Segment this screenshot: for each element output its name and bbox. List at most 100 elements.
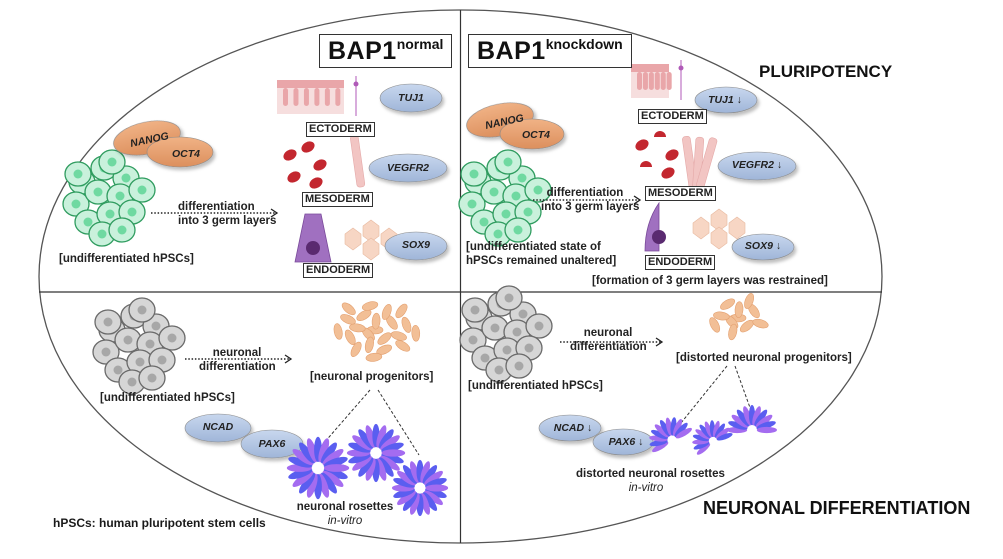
marker-oval-ncad-knockdown [538, 414, 602, 442]
neuronal-progenitor-cell [752, 318, 769, 329]
rosette-sublabel: in-vitro [628, 482, 664, 494]
rosette-petal [672, 419, 683, 437]
neuron-body-icon [678, 65, 684, 71]
mesoderm-blood-cells-normal [283, 141, 327, 189]
arrowhead-icon [655, 337, 664, 347]
marker-oval-vegfr2-knockdown [717, 151, 797, 181]
arrowhead-icon [633, 195, 642, 205]
down-arrow-icon: ↓ [587, 422, 593, 434]
arrow-label-neuronal-normal: neuronal differentiation [199, 346, 276, 374]
marker-pax6-normal: PAX6 [241, 438, 303, 450]
marker-sox9-label: SOX9 [401, 239, 430, 251]
rosette-label: distorted neuronal rosettes [576, 468, 725, 480]
skin-ridge [637, 72, 642, 90]
rosette-petal [376, 425, 387, 448]
rosette-petal [318, 438, 330, 463]
marker-tuj1-label: TUJ1 [398, 92, 424, 104]
cell-nucleus [83, 217, 93, 227]
rosette-petal [422, 465, 438, 484]
red-blood-cell [287, 171, 301, 183]
neuronal-progenitor-cell [744, 293, 755, 309]
marker-oval-vegfr2-normal [368, 153, 448, 183]
marker-oct4-knockdown: OCT4 [522, 129, 551, 141]
rosette-petal [348, 442, 371, 453]
marker-pax6-label: PAX6 [608, 436, 636, 448]
cell-nucleus [534, 321, 544, 331]
neuronal-progenitor-cell [411, 324, 421, 342]
stem-cell-cluster-green-normal [62, 149, 156, 247]
rosette-petal [299, 442, 316, 464]
footnote-abbreviation: hPSCs: human pluripotent stem cells [53, 516, 266, 530]
bap1-knockdown-title: BAP1knockdown [468, 34, 632, 68]
rosette-petal [755, 414, 773, 428]
cell-nucleus [127, 377, 137, 387]
neuronal-progenitor-cell [390, 331, 407, 341]
germ-layer-endoderm-knockdown: ENDODERM [645, 255, 716, 270]
marker-vegfr2-label: VEGFR2 [386, 162, 429, 174]
cell-nucleus [479, 217, 489, 227]
arrow-label-line2: differentiation [199, 361, 276, 373]
cell-nucleus [135, 357, 145, 367]
cell-nucleus [147, 373, 157, 383]
arrow-label-line2: into 3 germ layers [178, 215, 277, 227]
rosette-petal [422, 492, 438, 511]
distorted-rosette-3 [727, 405, 777, 434]
rosette-petal [378, 457, 394, 477]
rosette-petal [322, 449, 344, 466]
neuronal-progenitors-normal [333, 301, 421, 362]
distorted-rosette-1 [649, 417, 692, 453]
hepatocyte [710, 208, 728, 232]
neuronal-progenitor-cell [371, 312, 381, 330]
endoderm-cell [294, 213, 332, 263]
broken-blood-cell [640, 161, 652, 167]
cell-nucleus [490, 323, 500, 333]
neuronal-progenitor-cell [401, 316, 412, 333]
neuronal-progenitor-cell [377, 332, 392, 345]
marker-ncad-label: NCAD [202, 421, 234, 433]
neuronal-progenitor-cell [395, 340, 411, 352]
rosette-petal [324, 464, 350, 472]
neuronal-progenitor-cell [381, 304, 392, 320]
skin-surface [631, 64, 669, 72]
down-arrow-icon: ↓ [776, 159, 783, 171]
mesoderm-muscle-knockdown [682, 135, 718, 190]
rosette-petal [397, 490, 416, 506]
arrow-label-line1: differentiation [178, 201, 255, 213]
rosette-petal [659, 420, 671, 437]
marker-oval-sox9-normal [384, 231, 448, 261]
cell-label-undifferentiated-normal: [undifferentiated hPSCs] [59, 253, 194, 265]
cell-nucleus [137, 185, 147, 195]
neuronal-rosette-2 [346, 423, 406, 483]
rosette-petal [756, 426, 777, 434]
rosette-petal [736, 409, 750, 427]
hepatocyte [362, 237, 380, 261]
rosette-petal [752, 406, 761, 426]
stem-cell-cluster-gray-knockdown [459, 285, 553, 383]
rosette-petal [675, 427, 692, 439]
rosette-petal [352, 455, 372, 471]
red-blood-cell [661, 167, 675, 179]
section-title-neuronal-differentiation: NEURONAL DIFFERENTIATION [703, 498, 971, 518]
down-arrow-icon: ↓ [736, 94, 742, 106]
rosette-petal [651, 429, 669, 440]
endoderm-nucleus [306, 241, 320, 255]
cell-nucleus [518, 309, 528, 319]
stem-cell-cluster-gray-normal [92, 297, 186, 395]
neuronal-progenitor-cell [349, 323, 366, 333]
distorted-rosette-2 [692, 420, 733, 455]
cell-nucleus [101, 347, 111, 357]
cell-nucleus [468, 335, 478, 345]
skin-ridge [648, 72, 654, 90]
hepatocyte [710, 226, 728, 250]
cell-nucleus [145, 339, 155, 349]
rosette-petal [320, 472, 337, 494]
neuronal-progenitors-knockdown [709, 293, 769, 341]
down-arrow-icon: ↓ [775, 240, 782, 252]
bap1-normal-superscript: normal [396, 36, 444, 52]
rosette-petal [712, 420, 720, 438]
rosette-petal [292, 449, 314, 466]
cell-nucleus [513, 225, 523, 235]
rosette-petal [320, 442, 337, 464]
rosette-petal [696, 443, 711, 455]
